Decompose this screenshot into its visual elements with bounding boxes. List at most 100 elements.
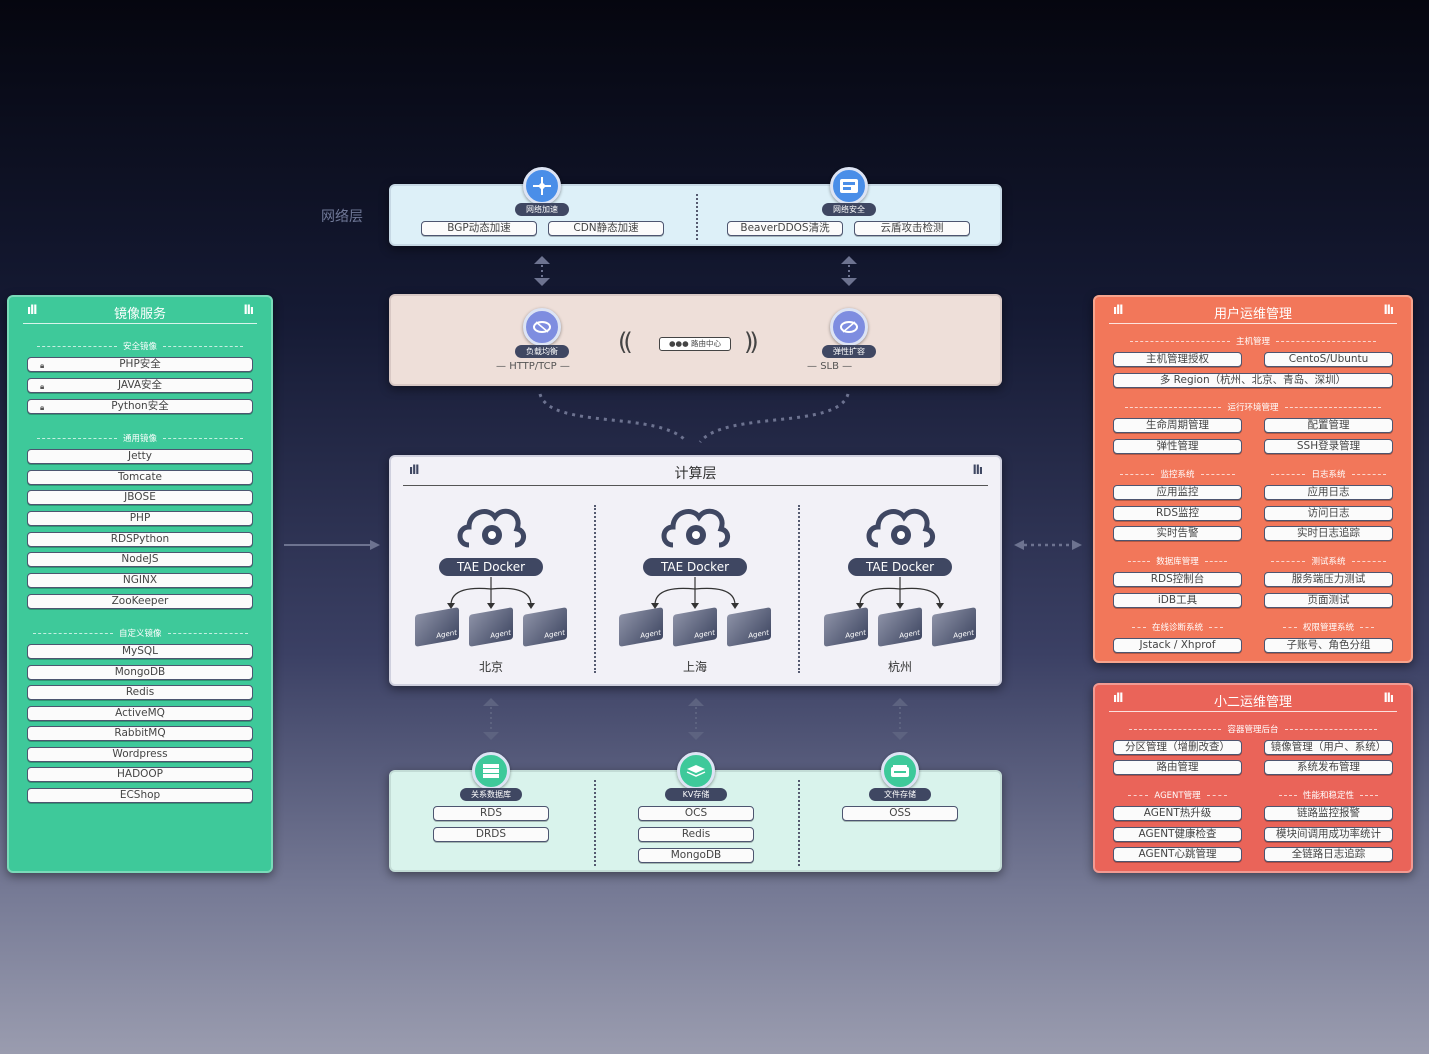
tae-docker-label: TAE Docker bbox=[643, 558, 747, 576]
compute-right-bars-icon: llı bbox=[972, 463, 983, 477]
city-label: 北京 bbox=[478, 660, 503, 674]
storage-item: OCS bbox=[638, 806, 754, 821]
mirror-item: JBOSE bbox=[27, 490, 253, 505]
security-mirror-label: 安全镜像 bbox=[122, 342, 157, 352]
mirror-item: Redis bbox=[27, 685, 253, 700]
compute-node-hangzhou: TAE Docker Agent Agent Agent 杭州 bbox=[820, 501, 980, 681]
ops-item: 分区管理（增删改查） bbox=[1113, 740, 1242, 755]
city-label: 杭州 bbox=[887, 660, 912, 674]
mirror-item: PHP bbox=[27, 511, 253, 526]
network-accel-icon bbox=[523, 167, 561, 205]
test-label: 测试系统 bbox=[1311, 557, 1346, 567]
wifi-left-icon: (( bbox=[618, 328, 633, 356]
mirror-item: HADOOP bbox=[27, 767, 253, 782]
agent-label: Agent bbox=[544, 628, 565, 641]
ops-item: 应用日志 bbox=[1264, 485, 1393, 500]
docker-fanout-arrows bbox=[856, 577, 944, 609]
db-mgmt-section: 数据库管理 bbox=[1113, 555, 1242, 567]
cloud-gear-icon bbox=[457, 508, 526, 548]
mirror-title-rule bbox=[23, 323, 257, 324]
ddos-clean-pill: BeaverDDOS清洗 bbox=[727, 221, 843, 236]
agent-label: Agent bbox=[694, 628, 715, 641]
storage-item: DRDS bbox=[433, 827, 549, 842]
runtime-mgmt-section: 运行环境管理 bbox=[1113, 401, 1393, 413]
elastic-scale-badge: 弹性扩容 bbox=[822, 345, 876, 358]
db-mgmt-label: 数据库管理 bbox=[1156, 557, 1199, 567]
perm-section: 权限管理系统 bbox=[1264, 621, 1393, 633]
ops-item: SSH登录管理 bbox=[1264, 439, 1393, 454]
ops-item: 镜像管理（用户、系统） bbox=[1264, 740, 1393, 755]
log-section: 日志系统 bbox=[1264, 468, 1393, 480]
runtime-mgmt-label: 运行环境管理 bbox=[1227, 403, 1279, 413]
ops-item: 路由管理 bbox=[1113, 760, 1242, 775]
bgp-accel-pill: BGP动态加速 bbox=[421, 221, 537, 236]
network-accel-badge: 网络加速 bbox=[515, 203, 569, 216]
agent-server-2: Agent bbox=[469, 607, 513, 647]
agent-server-1: Agent bbox=[415, 607, 459, 647]
ops-item-wide: 多 Region（杭州、北京、青岛、深圳） bbox=[1113, 373, 1393, 388]
general-mirror-section: 通用镜像 bbox=[27, 432, 253, 444]
ops-item: 全链路日志追踪 bbox=[1264, 847, 1393, 862]
file-storage-badge: 文件存储 bbox=[869, 788, 931, 801]
xiaoer-right-bars-icon: llı bbox=[1383, 691, 1394, 705]
ops-item: 服务端压力测试 bbox=[1264, 572, 1393, 587]
agent-server-2: Agent bbox=[878, 607, 922, 647]
relational-db-icon bbox=[472, 752, 510, 790]
agent-server-1: Agent bbox=[824, 607, 868, 647]
tae-docker-label: TAE Docker bbox=[439, 558, 543, 576]
mirror-item: ECShop bbox=[27, 788, 253, 803]
compute-title-rule bbox=[403, 485, 988, 486]
agent-label: Agent bbox=[640, 628, 661, 641]
lb-right-protocol: — SLB — bbox=[807, 361, 853, 372]
wifi-right-icon: )) bbox=[744, 328, 759, 356]
agent-server-2: Agent bbox=[673, 607, 717, 647]
diag-section: 在线诊断系统 bbox=[1113, 621, 1242, 633]
agent-server-3: Agent bbox=[932, 607, 976, 647]
route-center-group: (( ●●● 路由中心 )) bbox=[618, 326, 772, 364]
cdn-accel-pill: CDN静态加速 bbox=[548, 221, 664, 236]
cloud-gear-icon bbox=[866, 508, 935, 548]
compute-storage-arrows bbox=[483, 698, 908, 740]
ops-item: 应用监控 bbox=[1113, 485, 1242, 500]
network-layer-panel bbox=[389, 184, 1002, 246]
userops-title-rule bbox=[1109, 323, 1397, 324]
mirror-to-compute-arrow bbox=[284, 540, 380, 550]
mirror-item: 🔒︎PHP安全 bbox=[27, 357, 253, 372]
storage-item: OSS bbox=[842, 806, 958, 821]
agent-label: Agent bbox=[845, 628, 866, 641]
xiaoer-title-rule bbox=[1109, 711, 1397, 712]
network-lb-arrows bbox=[534, 256, 857, 286]
log-label: 日志系统 bbox=[1311, 470, 1346, 480]
compute-node-beijing: TAE Docker Agent Agent Agent 北京 bbox=[411, 501, 571, 681]
ops-item: AGENT心跳管理 bbox=[1113, 847, 1242, 862]
lb-left-protocol: — HTTP/TCP — bbox=[496, 361, 570, 372]
perm-label: 权限管理系统 bbox=[1302, 623, 1354, 633]
compute-nodes: TAE Docker Agent Agent Agent 北京 TAE Dock… bbox=[389, 455, 1002, 686]
cloud-gear-icon bbox=[661, 508, 730, 548]
agent-mgmt-section: AGENT管理 bbox=[1113, 789, 1242, 801]
network-security-icon bbox=[830, 167, 868, 205]
diag-label: 在线诊断系统 bbox=[1151, 623, 1203, 633]
agent-label: Agent bbox=[436, 628, 457, 641]
mirror-item: MongoDB bbox=[27, 665, 253, 680]
agent-label: Agent bbox=[748, 628, 769, 641]
ops-item: RDS监控 bbox=[1113, 506, 1242, 521]
mirror-item: 🔒︎JAVA安全 bbox=[27, 378, 253, 393]
perf-label: 性能和稳定性 bbox=[1302, 791, 1354, 801]
ops-item: 模块间调用成功率统计 bbox=[1264, 827, 1393, 842]
kv-storage-badge: KV存储 bbox=[665, 788, 727, 801]
xiaoer-ops-title: 小二运维管理 bbox=[1213, 695, 1292, 710]
agent-mgmt-label: AGENT管理 bbox=[1154, 791, 1201, 801]
agent-label: Agent bbox=[490, 628, 511, 641]
agent-label: Agent bbox=[953, 628, 974, 641]
tae-docker-label: TAE Docker bbox=[848, 558, 952, 576]
mirror-item: MySQL bbox=[27, 644, 253, 659]
monitor-label: 监控系统 bbox=[1160, 470, 1195, 480]
ops-item: 主机管理授权 bbox=[1113, 352, 1242, 367]
docker-fanout-arrows bbox=[447, 577, 535, 609]
kv-storage-icon bbox=[677, 752, 715, 790]
userops-right-bars-icon: llı bbox=[1383, 303, 1394, 317]
network-layer-label: 网络层 bbox=[321, 209, 363, 225]
ops-item: 生命周期管理 bbox=[1113, 418, 1242, 433]
route-center-box: ●●● 路由中心 bbox=[659, 337, 731, 351]
